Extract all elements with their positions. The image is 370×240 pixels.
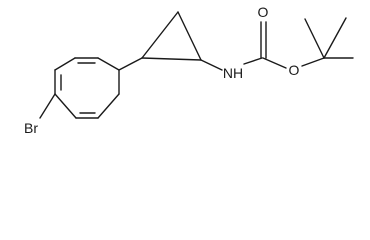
carbonyl-ester-bond [262, 57, 287, 69]
cyclopropane-bond-1 [141, 11, 179, 59]
aryl-cyclopropyl-bond [118, 57, 143, 71]
carbonyl-oxygen-label: O [258, 4, 269, 20]
tert-butyl-methyl-bond-3 [304, 18, 325, 59]
ring-bond-5 [54, 93, 77, 119]
cyclopropane-bond-2 [177, 11, 202, 61]
ester-oxygen-label: O [289, 62, 300, 78]
ring-bond-3 [54, 57, 76, 71]
cyclopropyl-nitrogen-bond [200, 59, 223, 71]
cyclopropane-bond-3 [141, 57, 202, 61]
ring-bond-7 [97, 93, 120, 119]
tert-butyl-methyl-bond-1 [323, 17, 347, 59]
bromine-label: Br [24, 120, 38, 136]
chemical-structure-diagram: Br NH O O [24, 4, 354, 136]
benzene-ring [54, 57, 120, 119]
ester-tert-butyl-bond [301, 57, 325, 67]
ring-bond-1 [97, 57, 120, 71]
bromine-bond [39, 93, 56, 119]
nitrogen-label: NH [223, 65, 243, 81]
tert-butyl-group [304, 17, 354, 59]
nitrogen-carbonyl-bond [243, 57, 263, 65]
cyclopropane-ring [141, 11, 202, 61]
